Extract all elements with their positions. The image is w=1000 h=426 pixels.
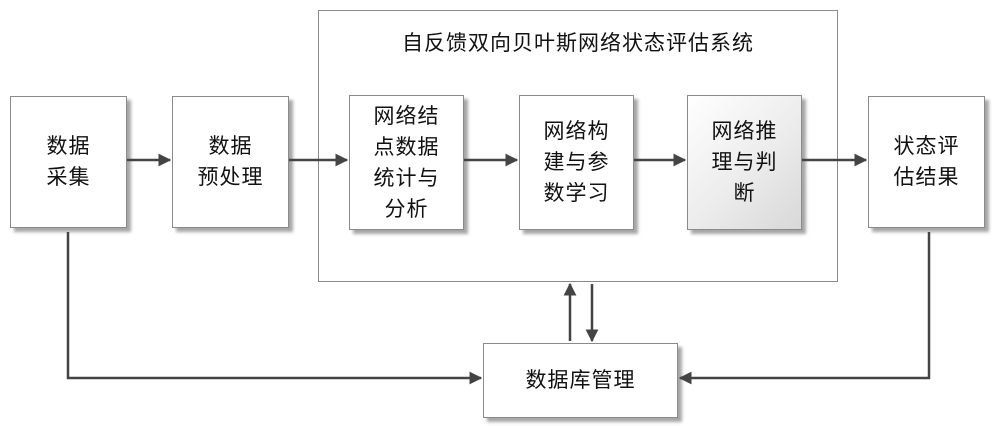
node-statistics-analysis: 网络结 点数据 统计与 分析 xyxy=(349,95,464,230)
node-database: 数据库管理 xyxy=(483,343,678,418)
arrow-result-to-database xyxy=(678,232,931,385)
node-state-result: 状态评 估结果 xyxy=(868,96,985,228)
node-state-result-label: 状态评 估结果 xyxy=(893,134,960,189)
node-preprocessing-label: 数据 预处理 xyxy=(197,134,264,189)
arrow-collection-to-database xyxy=(66,232,483,385)
node-preprocessing: 数据 预处理 xyxy=(172,96,289,228)
node-database-label: 数据库管理 xyxy=(525,368,636,392)
node-data-collection: 数据 采集 xyxy=(10,96,127,228)
node-statistics-analysis-label: 网络结 点数据 统计与 分析 xyxy=(373,103,440,221)
node-construction-learning-label: 网络构 建与参 数学习 xyxy=(543,119,610,205)
node-inference-label: 网络推 理与判 断 xyxy=(711,119,778,205)
node-inference: 网络推 理与判 断 xyxy=(687,95,802,230)
system-container xyxy=(318,10,838,282)
node-construction-learning: 网络构 建与参 数学习 xyxy=(519,95,634,230)
system-title: 自反馈双向贝叶斯网络状态评估系统 xyxy=(402,31,754,55)
node-data-collection-label: 数据 采集 xyxy=(46,134,91,189)
